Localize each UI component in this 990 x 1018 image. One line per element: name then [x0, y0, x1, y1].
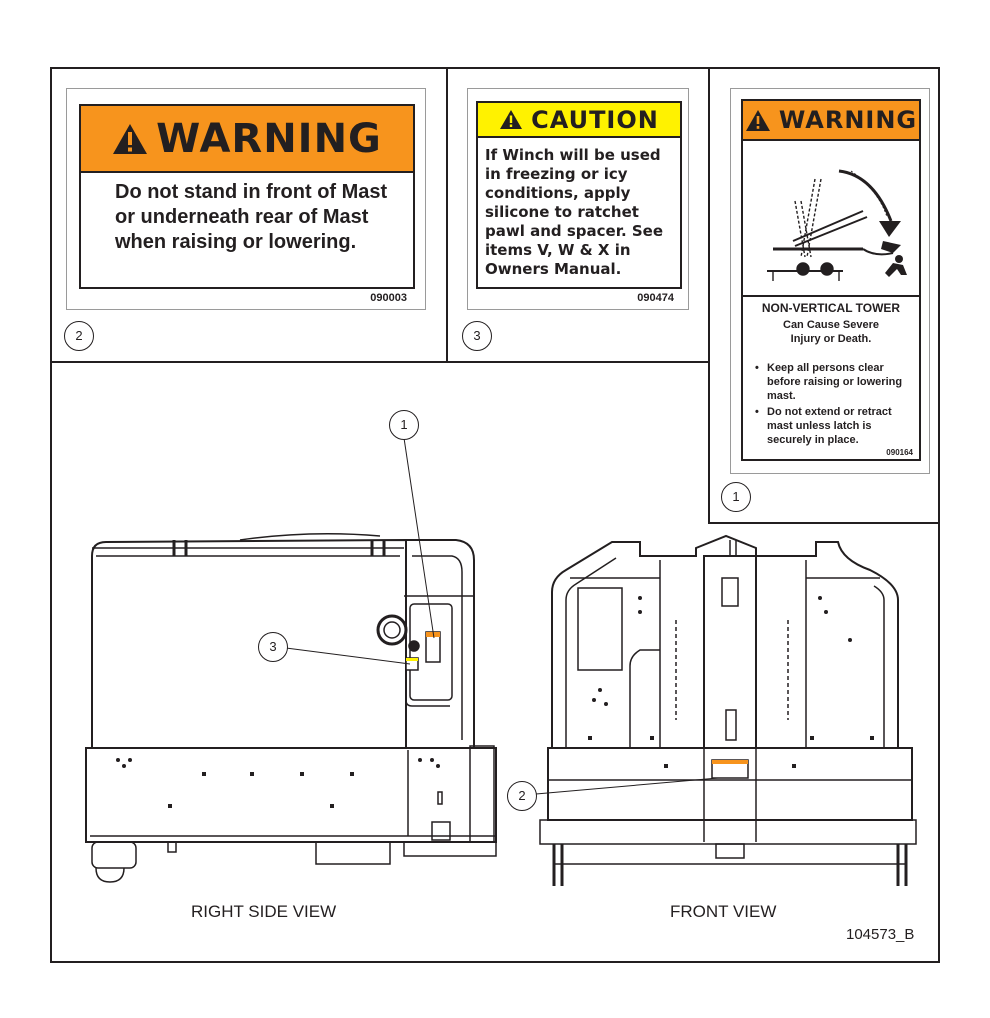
tower-warning-bullets: Keep all persons clear before raising or…	[753, 361, 911, 449]
warning-header-label: WARNING	[156, 115, 382, 162]
tower-bullet: Keep all persons clear before raising or…	[753, 361, 911, 403]
caution-winch-text: If Winch will be used in freezing or icy…	[485, 146, 664, 278]
right-side-view-label: RIGHT SIDE VIEW	[191, 902, 337, 921]
drawing-number: 104573_B	[846, 926, 915, 943]
warning-triangle-icon	[113, 123, 148, 154]
tower-text-divider	[743, 295, 919, 297]
divider-v1	[446, 67, 448, 363]
tower-warning-header: WARNING	[743, 101, 919, 141]
callout-1-decal: 1	[721, 482, 751, 512]
callout-1-side-view: 1	[389, 410, 419, 440]
decal-code: 090003	[370, 292, 407, 304]
tower-warning-title: NON-VERTICAL TOWER	[761, 301, 901, 315]
decal-caution-winch: CAUTION If Winch will be used in freezin…	[467, 88, 689, 310]
warning-header: WARNING	[81, 106, 413, 173]
drawing-frame	[50, 67, 940, 963]
divider-right-cell-bottom	[708, 522, 940, 524]
warning-triangle-icon	[500, 110, 523, 129]
divider-top-row	[50, 361, 710, 363]
callout-2-front-view: 2	[507, 781, 537, 811]
warning-mast-text: Do not stand in front of Mast or underne…	[115, 181, 388, 253]
divider-v2	[708, 67, 710, 524]
caution-header-label: CAUTION	[531, 105, 659, 134]
callout-3-side-view: 3	[258, 632, 288, 662]
tower-warning-header-label: WARNING	[778, 106, 918, 134]
tipping-tower-pictogram	[767, 169, 907, 281]
callout-3: 3	[462, 321, 492, 351]
caution-header: CAUTION	[478, 103, 680, 138]
front-view-label: FRONT VIEW	[670, 902, 777, 921]
decal-code: 090474	[637, 292, 674, 304]
tower-bullet: Do not extend or retract mast unless lat…	[753, 405, 911, 447]
decal-warning-tower: WARNING	[730, 88, 930, 474]
decal-warning-mast: WARNING Do not stand in front of Mast or…	[66, 88, 426, 310]
decal-code: 090164	[886, 448, 913, 457]
tower-warning-subtitle: Can Cause Severe Injury or Death.	[783, 319, 879, 345]
callout-2: 2	[64, 321, 94, 351]
warning-triangle-icon	[745, 109, 770, 131]
